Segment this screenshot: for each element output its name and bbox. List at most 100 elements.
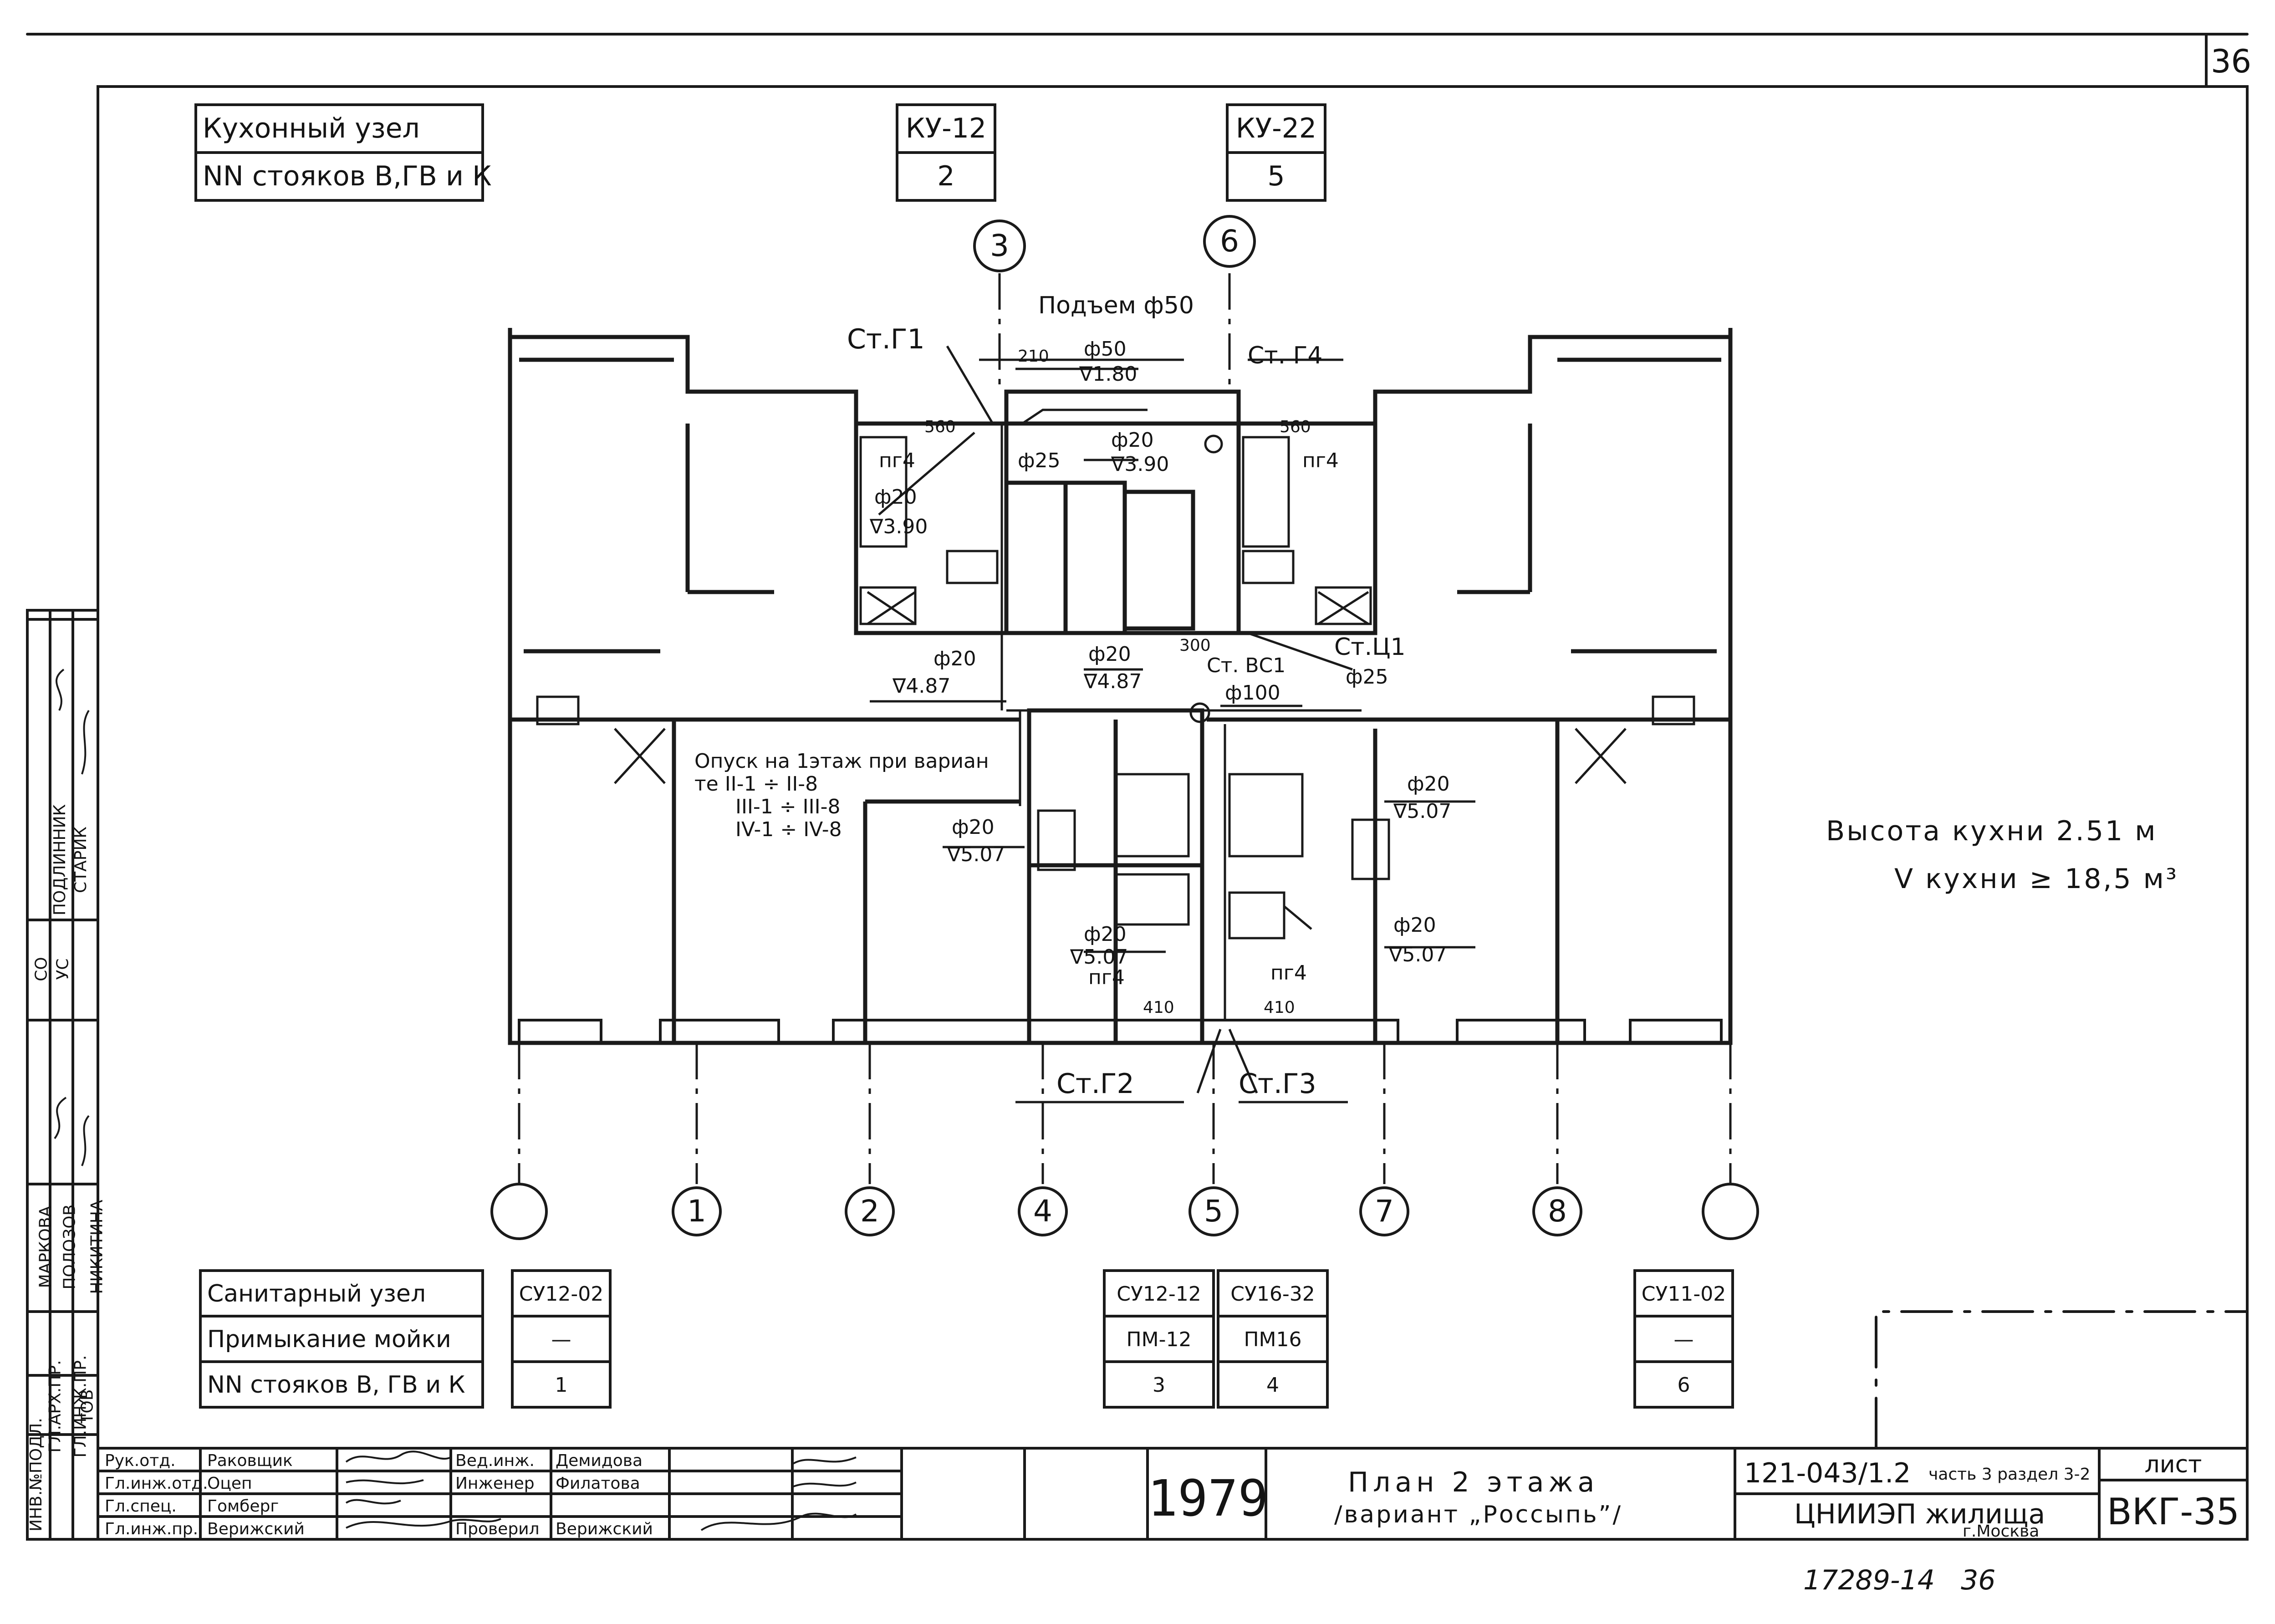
- side-stamp-gl-arh: ГЛ.АРХ.ПР.: [46, 1360, 65, 1453]
- label-pg4-c: пг4: [1088, 966, 1125, 989]
- tb-name-1: Раковщик: [207, 1451, 293, 1470]
- san-table-c3-r2: ПМ16: [1244, 1328, 1302, 1351]
- side-stamp-so: СО: [32, 957, 51, 981]
- tb-name-4: Верижский: [207, 1520, 305, 1538]
- label-st-ts1: Ст.Ц1: [1334, 633, 1406, 661]
- label-v487-b: ∇4.87: [1084, 670, 1142, 693]
- label-v507-c: ∇5.07: [1070, 945, 1128, 969]
- kitchen-table-col2-val: 5: [1267, 160, 1285, 192]
- san-table-c3-r1: СУ16-32: [1230, 1282, 1315, 1306]
- dim-560-left: 560: [924, 418, 956, 436]
- signature-mark: [54, 1097, 67, 1139]
- signature-mark: [700, 1512, 857, 1531]
- kitchen-height: Высота кухни 2.51 м: [1826, 815, 2158, 847]
- signature-mark: [346, 1518, 501, 1529]
- label-f100: ф100: [1225, 681, 1280, 705]
- axis-label-6: 6: [1220, 224, 1239, 259]
- label-f20-f: ф20: [952, 816, 995, 839]
- label-v507-d: ∇5.07: [1389, 943, 1447, 966]
- tb-role-4: Гл.инж.пр.: [105, 1520, 199, 1538]
- tb-role2-1: Вед.инж.: [455, 1451, 535, 1470]
- side-stamp-polozov: ПОЛОЗОВ: [60, 1204, 79, 1290]
- side-stamp-podlinnik: ПОДЛИННИК: [51, 804, 70, 916]
- axis-label-2: 2: [860, 1194, 879, 1229]
- label-st-vs1: Ст. ВС1: [1207, 654, 1286, 677]
- san-table-c2-r1: СУ12-12: [1117, 1282, 1201, 1306]
- tb-name2-2: Филатова: [556, 1474, 640, 1493]
- tb-project: 121-043/1.2: [1744, 1457, 1911, 1489]
- side-stamp-nikitina: НИКИТИНА: [87, 1200, 107, 1294]
- axis-bubble-3: [973, 220, 1026, 272]
- tb-name-2: Оцеп: [207, 1474, 252, 1493]
- signature-mark: [346, 1479, 424, 1485]
- tb-title-2: /вариант „Россыпь”/: [1334, 1501, 1622, 1528]
- label-f20-g: ф20: [1084, 923, 1127, 946]
- label-v507-a: ∇5.07: [1393, 800, 1452, 823]
- signature-mark: [81, 1115, 90, 1166]
- tb-role2-2: Инженер: [455, 1474, 535, 1493]
- kitchen-volume: V кухни ≥ 18,5 м³: [1894, 863, 2178, 895]
- label-pg4-a: пг4: [879, 449, 915, 472]
- axis-label-7: 7: [1375, 1194, 1394, 1229]
- label-f20-h: ф20: [1393, 914, 1436, 937]
- san-table-r2: Примыкание мойки: [207, 1326, 451, 1353]
- tb-name2-4: Верижский: [556, 1520, 653, 1538]
- san-table-c3-r3: 4: [1266, 1374, 1279, 1397]
- label-f20-e: ф20: [1407, 772, 1450, 796]
- signature-mark: [55, 669, 65, 711]
- label-v390-b: ∇3.90: [870, 515, 928, 538]
- label-f20-a: ф20: [1111, 429, 1154, 452]
- axis-bubble-right: [1702, 1183, 1759, 1240]
- kitchen-table-col1-val: 2: [937, 160, 955, 192]
- label-st-g3: Ст.Г3: [1239, 1068, 1316, 1100]
- label-f20-c: ф20: [933, 647, 976, 670]
- label-opusk-4: IV-1 ÷ IV-8: [735, 818, 842, 841]
- dim-300: 300: [1179, 636, 1211, 655]
- san-table-c4-r2: —: [1673, 1328, 1694, 1351]
- tb-project-part: часть 3 раздел 3-2: [1928, 1465, 2091, 1484]
- kitchen-table-row2: NN стояков В,ГВ и К: [203, 160, 492, 192]
- side-stamp-tov: ТОВ: [78, 1389, 97, 1424]
- signature-mark: [792, 1481, 857, 1488]
- side-stamp-us: УС: [53, 958, 72, 980]
- signature-mark: [345, 1450, 451, 1463]
- label-st-g2: Ст.Г2: [1056, 1068, 1134, 1100]
- label-v487-a: ∇4.87: [893, 674, 951, 698]
- axis-label-5: 5: [1204, 1194, 1223, 1229]
- axis-bubble-1: [672, 1186, 722, 1236]
- label-v390-a: ∇3.90: [1111, 453, 1169, 476]
- label-f20-d: ф20: [1088, 643, 1131, 666]
- label-st-g1: Ст.Г1: [847, 323, 925, 355]
- label-opusk-1: Опуск на 1этаж при вариан: [694, 750, 989, 773]
- signature-mark: [81, 710, 90, 775]
- axis-bubble-8: [1532, 1186, 1582, 1236]
- dim-210: 210: [1018, 347, 1049, 366]
- tb-org-2: г.Москва: [1963, 1522, 2040, 1541]
- tb-name2-1: Демидова: [556, 1451, 643, 1470]
- san-table-r3: NN стояков В, ГВ и К: [207, 1371, 465, 1399]
- side-stamp-inv: ИНВ.№ПОДЛ.: [26, 1418, 46, 1532]
- side-stamp-markova: МАРКОВА: [36, 1205, 55, 1288]
- san-table-c1-r3: 1: [555, 1374, 568, 1397]
- axis-bubble-7: [1359, 1186, 1409, 1236]
- san-table-c2-r3: 3: [1153, 1374, 1165, 1397]
- tb-list-label: лист: [2144, 1451, 2202, 1478]
- bottom-number: 17289-14 36: [1803, 1564, 1996, 1596]
- label-podem: Подъем ф50: [1038, 292, 1194, 319]
- kitchen-table-col2-head: КУ-22: [1235, 112, 1317, 144]
- label-f25-a: ф25: [1018, 449, 1061, 472]
- label-v180: ∇1.80: [1079, 363, 1138, 386]
- label-pg4-d: пг4: [1270, 961, 1307, 985]
- axis-label-4: 4: [1033, 1194, 1052, 1229]
- tb-title-1: План 2 этажа: [1348, 1466, 1599, 1498]
- axis-label-3: 3: [990, 228, 1009, 263]
- tb-list-value: ВКГ-35: [2107, 1491, 2240, 1533]
- axis-label-1: 1: [687, 1194, 706, 1229]
- label-f20-b: ф20: [874, 485, 917, 509]
- dim-410-left: 410: [1143, 998, 1174, 1017]
- label-f50: ф50: [1084, 337, 1127, 361]
- side-stamp-starik: СТАРИК: [71, 827, 90, 893]
- tb-role2-4: Проверил: [455, 1520, 540, 1538]
- tb-role-2: Гл.инж.отд.: [105, 1474, 208, 1493]
